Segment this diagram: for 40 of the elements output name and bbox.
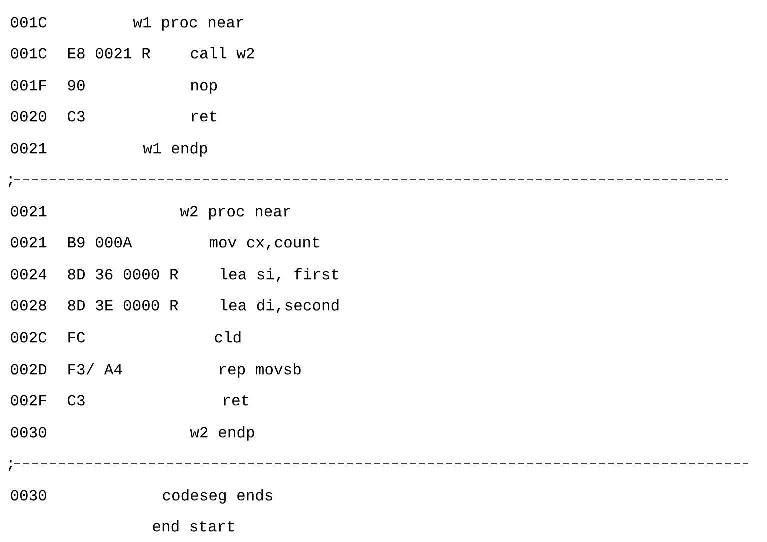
instruction-text: codeseg ends [163,489,273,504]
address-text: 0021 [11,206,47,217]
machine-code-text: 8D 36 0000 R [68,269,178,280]
address-text: 0021 [11,237,47,248]
address-text: 002C [11,332,47,343]
machine-code-text: 8D 3E 0000 R [68,300,178,311]
instruction-text: ret [224,395,248,406]
address-text: 0028 [11,300,46,311]
address-text: 0024 [11,269,47,280]
address-text: 001C [11,48,47,59]
address-text: 0020 [11,111,46,122]
machine-code-text: C3 [68,395,85,406]
machine-code-text: F3/ A4 [68,363,122,375]
instruction-text: w2 proc near [180,206,290,220]
machine-code-text: B9 000A [68,237,132,248]
address-text: 0030 [11,490,46,501]
address-text: 002D [11,364,47,375]
machine-code-text: C3 [68,111,85,122]
machine-code-text: E8 0021 R [68,48,151,59]
instruction-text: lea di,second [221,299,339,314]
instruction-text: w1 proc near [133,17,244,31]
comment-mark: ; [8,460,12,472]
instruction-text: mov cx,count [210,237,320,250]
instruction-text: call w2 [191,47,254,59]
instruction-text: rep movsb [220,363,301,378]
address-text: 002F [11,395,46,406]
machine-code-text: FC [68,332,86,343]
instruction-text: w2 endp [190,426,254,441]
address-text: 001C [11,17,47,28]
instruction-text: ret [192,111,216,122]
instruction-text: cld [215,331,241,343]
address-text: 001F [11,80,46,91]
instruction-text: w1 endp [143,142,208,157]
machine-code-text: 90 [68,80,85,91]
instruction-text: lea si, first [221,268,338,282]
address-text: 0021 [11,143,47,154]
instruction-text: nop [192,82,218,94]
comment-mark: ; [8,176,12,188]
instruction-text: end start [153,520,234,532]
address-text: 0030 [11,427,46,438]
